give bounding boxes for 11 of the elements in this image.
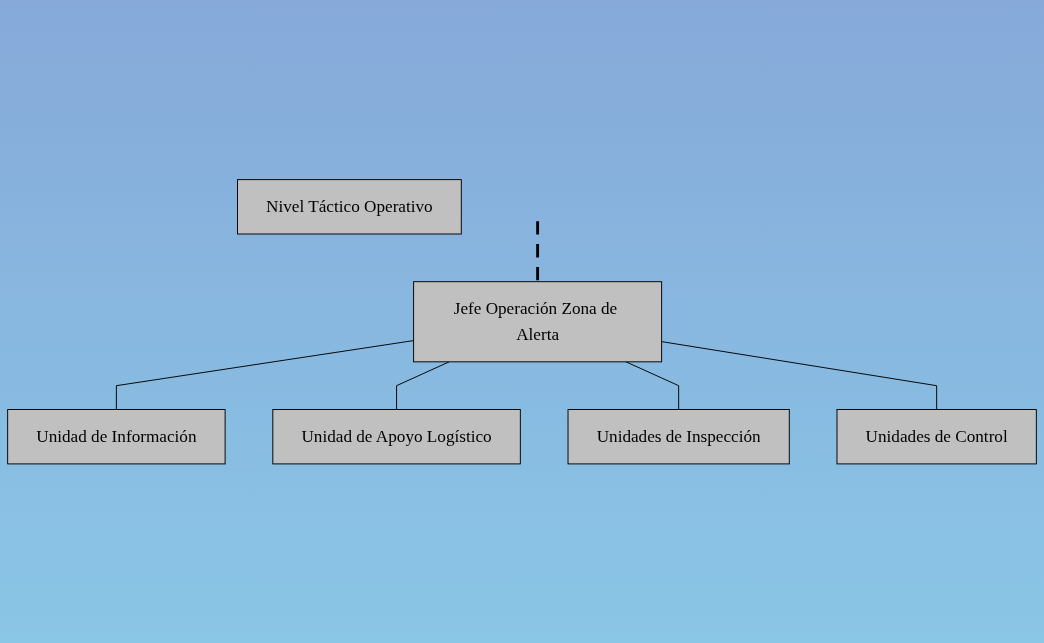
connector — [115, 339, 415, 410]
connector — [661, 340, 938, 410]
node-box: Unidades de Control — [836, 408, 1037, 465]
connector — [396, 361, 450, 410]
node-box: Nivel Táctico Operativo — [237, 178, 462, 235]
node-box: Unidad de Información — [7, 408, 226, 465]
node-box: Unidad de Apoyo Logístico — [272, 408, 521, 465]
node-box: Jefe Operación Zona de Alerta — [413, 280, 663, 363]
connector — [536, 220, 540, 282]
connector — [625, 361, 680, 410]
node-box: Unidades de Inspección — [567, 408, 790, 465]
